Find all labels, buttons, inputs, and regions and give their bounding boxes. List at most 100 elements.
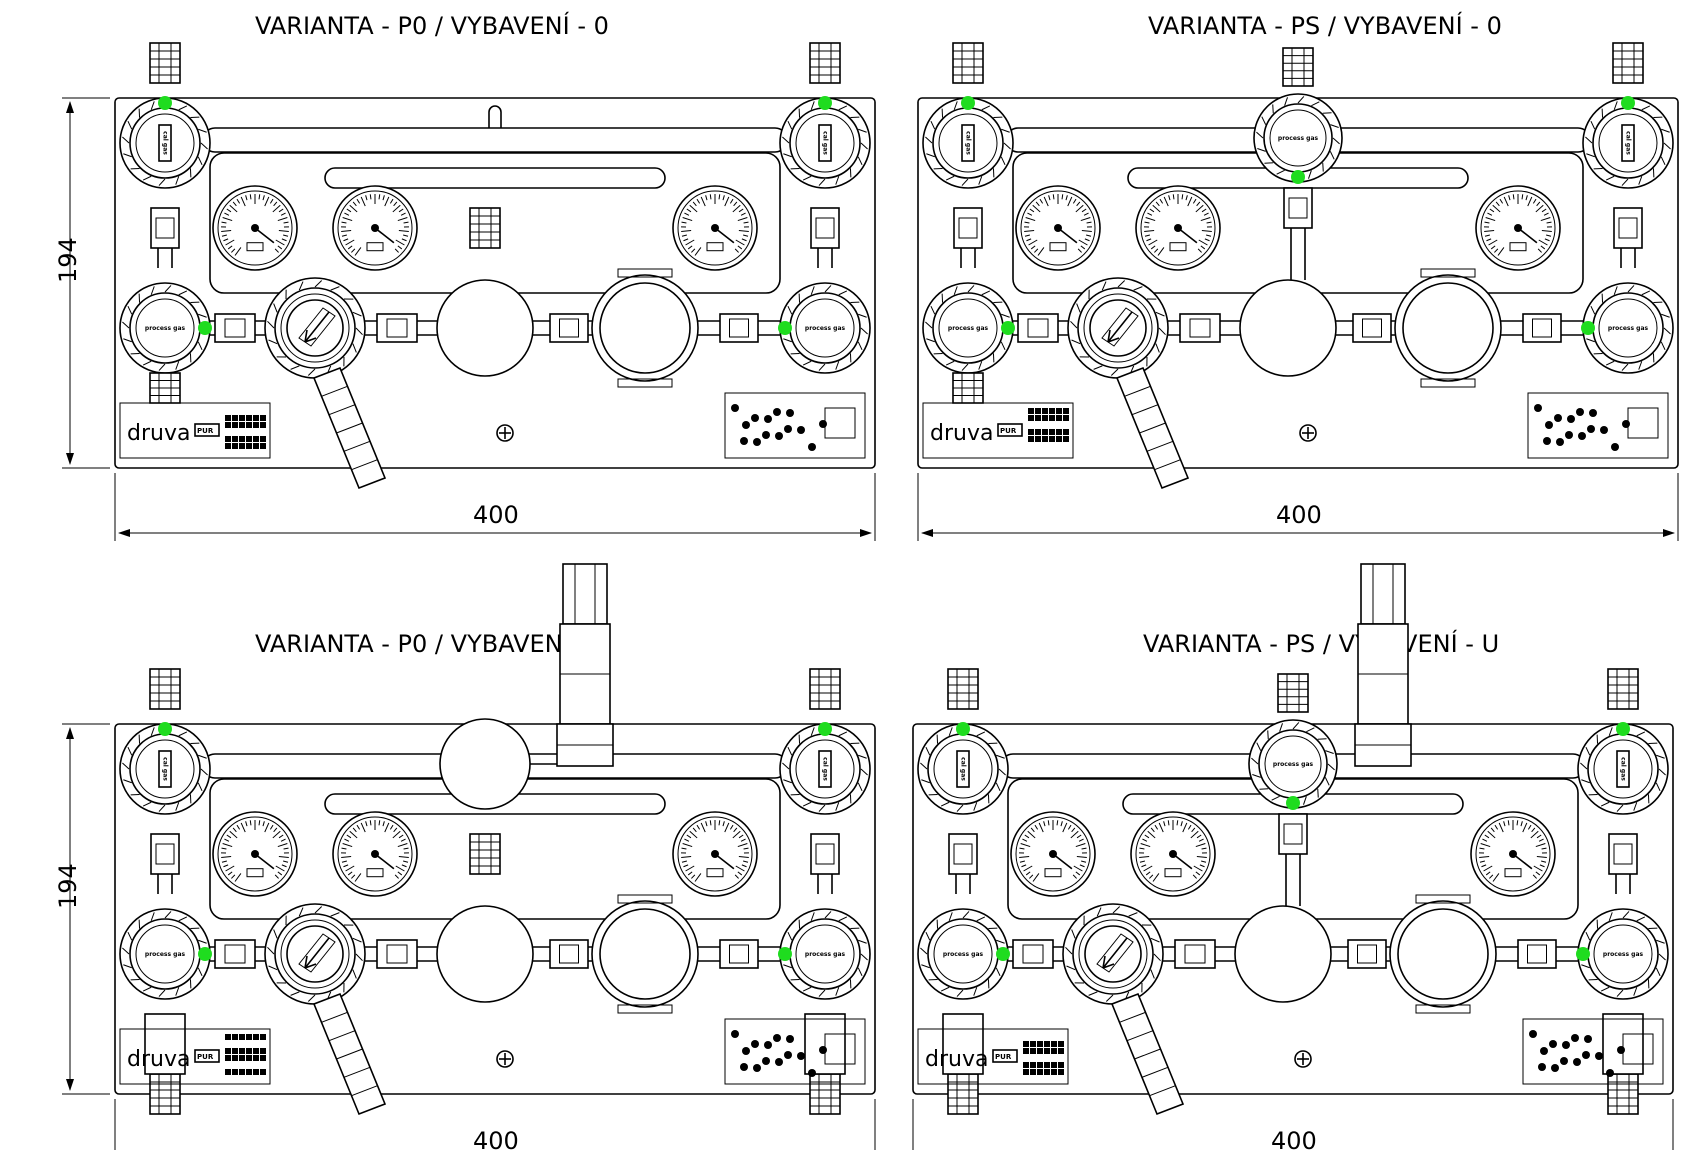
knob-label: cal gas bbox=[1620, 757, 1627, 781]
knob-label: cal gas bbox=[822, 757, 829, 781]
valve-body bbox=[1239, 279, 1337, 377]
pipe-nut bbox=[150, 207, 180, 249]
green-indicator bbox=[198, 947, 212, 961]
fitting bbox=[149, 1073, 181, 1115]
fitting bbox=[1607, 1073, 1639, 1115]
pressure-gauge bbox=[1015, 185, 1101, 271]
fitting bbox=[809, 1073, 841, 1115]
valve-knob: process gas bbox=[1248, 719, 1338, 810]
logo-brand: druva bbox=[930, 421, 993, 446]
pressure-gauge bbox=[1135, 185, 1221, 271]
outlet-assembly bbox=[1354, 563, 1412, 767]
valve-knob: cal gas bbox=[1577, 722, 1669, 815]
valve-knob: cal gas bbox=[1582, 96, 1674, 189]
pressure-gauge bbox=[1470, 811, 1556, 897]
pressure-regulator bbox=[264, 277, 366, 379]
knob-label: cal gas bbox=[1625, 131, 1632, 155]
green-indicator bbox=[198, 321, 212, 335]
outlet-hose bbox=[1115, 366, 1190, 490]
fitting bbox=[1277, 673, 1309, 713]
pressure-gauge bbox=[672, 185, 758, 271]
valve-body bbox=[1389, 894, 1497, 1014]
valve-knob: cal gas bbox=[917, 722, 1009, 815]
mid-slot bbox=[324, 167, 666, 189]
valve-body bbox=[439, 718, 531, 810]
valve-knob: process gas bbox=[119, 908, 212, 1000]
pipe-nut bbox=[1517, 939, 1557, 969]
knob-label: process gas bbox=[1603, 951, 1644, 958]
pipe-nut bbox=[1522, 313, 1562, 343]
knob-label: process gas bbox=[145, 951, 186, 958]
pipe-nut bbox=[150, 833, 180, 875]
valve-knob: process gas bbox=[1576, 908, 1669, 1000]
pipe-nut bbox=[948, 833, 978, 875]
pipe-nut bbox=[1278, 813, 1308, 855]
mounting-screw bbox=[1299, 424, 1317, 442]
pressure-gauge bbox=[212, 811, 298, 897]
bottom-valve bbox=[942, 1013, 984, 1075]
knob-label: process gas bbox=[805, 951, 846, 958]
knob-label: cal gas bbox=[960, 757, 967, 781]
valve-knob: process gas bbox=[922, 282, 1015, 374]
green-indicator bbox=[158, 96, 172, 110]
panel-title: VARIANTA - PS / VYBAVENÍ - U bbox=[1143, 629, 1499, 658]
logo-brand: druva bbox=[925, 1047, 988, 1072]
outlet-hose bbox=[312, 992, 387, 1116]
mounting-screw bbox=[1294, 1050, 1312, 1068]
pipe-nut bbox=[1352, 313, 1392, 343]
pipe-nut bbox=[1283, 187, 1313, 229]
pressure-gauge bbox=[1130, 811, 1216, 897]
green-indicator bbox=[956, 722, 970, 736]
valve-body bbox=[1394, 268, 1502, 388]
green-indicator bbox=[1001, 321, 1015, 335]
knob-label: cal gas bbox=[162, 131, 169, 155]
width-dimension-label: 400 bbox=[1271, 1127, 1317, 1150]
height-dimension-label: 194 bbox=[54, 863, 82, 909]
pressure-regulator bbox=[1067, 277, 1169, 379]
valve-knob: process gas bbox=[778, 908, 871, 1000]
panel-4: VARIANTA - PS / VYBAVENÍ - U cal gas cal g… bbox=[912, 563, 1674, 1150]
valve-knob: cal gas bbox=[922, 96, 1014, 189]
pressure-regulator bbox=[1062, 903, 1164, 1005]
pipe-nut bbox=[810, 207, 840, 249]
label-plate bbox=[724, 392, 866, 459]
pressure-gauge bbox=[1010, 811, 1096, 897]
fitting bbox=[469, 833, 501, 875]
fitting bbox=[469, 207, 501, 249]
logo-sub: PUR bbox=[1000, 427, 1017, 435]
green-indicator bbox=[818, 96, 832, 110]
width-dimension-label: 400 bbox=[1276, 501, 1322, 529]
fitting bbox=[1282, 47, 1314, 87]
mid-slot bbox=[324, 793, 666, 815]
green-indicator bbox=[1291, 170, 1305, 184]
label-plate bbox=[724, 1018, 866, 1085]
valve-body bbox=[591, 268, 699, 388]
panel-title: VARIANTA - P0 / VYBAVENÍ - U bbox=[255, 629, 611, 658]
knob-label: process gas bbox=[1273, 761, 1314, 768]
pipe-nut bbox=[1017, 313, 1059, 343]
brand-logo: druva PUR bbox=[922, 402, 1074, 459]
green-indicator bbox=[996, 947, 1010, 961]
mid-slot bbox=[1122, 793, 1464, 815]
pipe-nut bbox=[549, 313, 589, 343]
pipe-nut bbox=[549, 939, 589, 969]
logo-brand: druva bbox=[127, 421, 190, 446]
mid-slot bbox=[1127, 167, 1469, 189]
green-indicator bbox=[961, 96, 975, 110]
fitting bbox=[952, 42, 984, 84]
fitting bbox=[809, 42, 841, 84]
fitting bbox=[149, 668, 181, 710]
pipe-nut bbox=[214, 939, 256, 969]
pipe-nut bbox=[810, 833, 840, 875]
valve-knob: process gas bbox=[1581, 282, 1674, 374]
valve-body bbox=[436, 905, 534, 1003]
fitting bbox=[1607, 668, 1639, 710]
pipe-nut bbox=[1347, 939, 1387, 969]
pipe-nut bbox=[719, 939, 759, 969]
fitting bbox=[1612, 42, 1644, 84]
